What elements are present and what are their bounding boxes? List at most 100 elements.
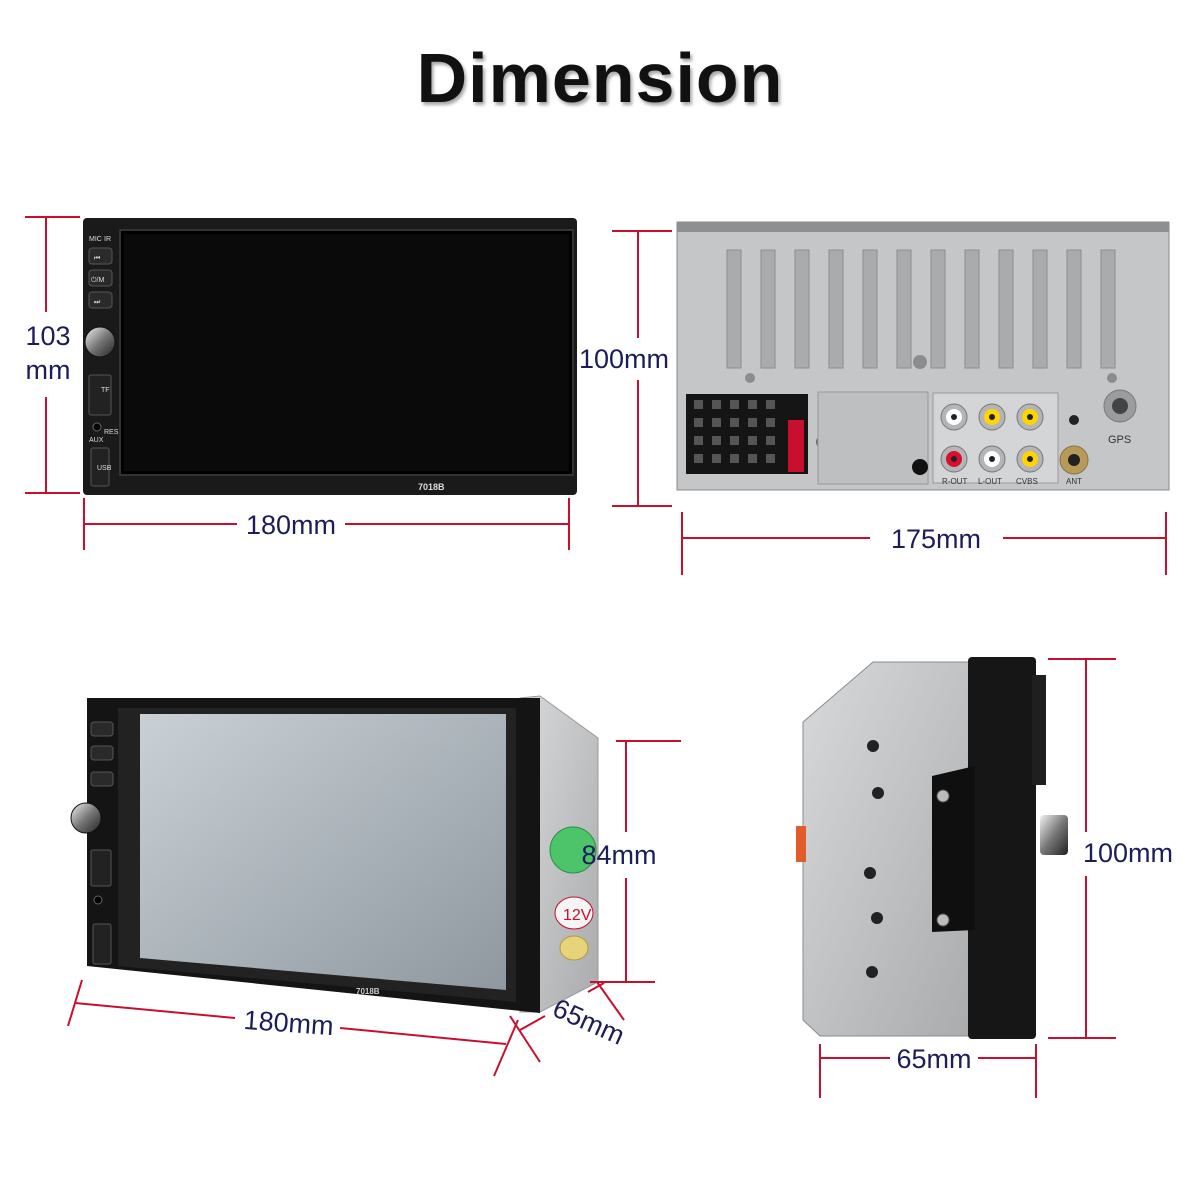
iso-pin xyxy=(712,436,721,445)
side-mount-hole xyxy=(866,966,878,978)
side-mount-holes xyxy=(864,740,884,978)
aux-jack[interactable] xyxy=(92,422,102,432)
res-label: RES xyxy=(104,429,119,436)
angle-height-label: 84mm xyxy=(581,840,656,870)
yellow-sticker xyxy=(559,935,589,961)
rca-jack-center xyxy=(951,414,957,420)
antenna-port-center xyxy=(1068,454,1080,466)
iso-pin xyxy=(694,436,703,445)
angle-screen xyxy=(140,714,506,990)
prev-button-label: ⏮ xyxy=(94,255,100,262)
angle-power-button[interactable] xyxy=(90,745,114,761)
iso-pin xyxy=(766,436,775,445)
iso-pin xyxy=(766,400,775,409)
iso-pin xyxy=(694,400,703,409)
iso-pin xyxy=(730,436,739,445)
power-mode-button[interactable] xyxy=(88,269,113,287)
rear-top-edge xyxy=(677,222,1169,232)
cooling-fin xyxy=(964,249,980,369)
front-ir-label: IR xyxy=(104,236,111,243)
front-width-label: 180mm xyxy=(246,510,336,540)
front-mic-label: MIC xyxy=(89,236,102,243)
rca-cvbs-label: CVBS xyxy=(1016,477,1038,486)
cooling-fin xyxy=(726,249,742,369)
rear-screw-hole xyxy=(1107,373,1117,383)
rear-small-jack[interactable] xyxy=(1069,415,1079,425)
iso-connector xyxy=(686,394,808,474)
page-title: Dimension xyxy=(416,39,784,117)
cooling-fin xyxy=(1066,249,1082,369)
front-dimension-lines xyxy=(25,216,570,550)
tf-label: TF xyxy=(101,387,110,394)
rca-lout-label: L-OUT xyxy=(978,477,1002,486)
iso-connector-lock xyxy=(788,420,804,472)
rear-screw-hole xyxy=(913,355,927,369)
side-mount-bracket xyxy=(932,766,975,932)
front-model-label: 7018B xyxy=(418,482,445,492)
iso-pin xyxy=(766,418,775,427)
rear-height-label: 100mm xyxy=(579,344,669,374)
front-height-label-line1: 103 xyxy=(25,321,70,351)
side-button-strip xyxy=(1032,675,1046,785)
iso-pin xyxy=(748,418,757,427)
iso-pin xyxy=(712,400,721,409)
front-screen-inner xyxy=(124,234,569,471)
bracket-screw xyxy=(936,913,950,927)
ant-label: ANT xyxy=(1066,477,1082,486)
cooling-fin xyxy=(862,249,878,369)
volume-knob[interactable] xyxy=(84,326,116,358)
cooling-fin xyxy=(1032,249,1048,369)
rca-jacks xyxy=(940,403,1044,473)
iso-pin xyxy=(730,418,739,427)
rca-rout-label: R-OUT xyxy=(942,477,967,486)
rear-vent-area xyxy=(817,391,929,485)
iso-pin xyxy=(712,418,721,427)
iso-pin xyxy=(694,418,703,427)
side-depth-label: 65mm xyxy=(896,1044,971,1074)
voltage-sticker-label: 12V xyxy=(563,907,592,924)
iso-pin xyxy=(730,454,739,463)
side-mount-hole xyxy=(867,740,879,752)
usb-label: USB xyxy=(97,465,112,472)
side-mount-hole xyxy=(864,867,876,879)
mic-jack[interactable] xyxy=(912,459,928,475)
tf-card-slot[interactable] xyxy=(88,374,112,416)
iso-connector-pins xyxy=(694,400,775,463)
side-orange-tab xyxy=(796,826,806,862)
rca-jack-center xyxy=(1027,414,1033,420)
usb-port[interactable] xyxy=(90,447,110,487)
angle-aux-jack[interactable] xyxy=(93,895,103,905)
side-mount-hole xyxy=(872,787,884,799)
rear-width-label: 175mm xyxy=(891,524,981,554)
angle-volume-knob[interactable] xyxy=(70,802,102,834)
iso-pin xyxy=(748,400,757,409)
side-height-label: 100mm xyxy=(1083,838,1173,868)
power-mode-label: ⏻/M xyxy=(91,276,104,284)
rca-jack-center xyxy=(1027,456,1033,462)
cooling-fin xyxy=(760,249,776,369)
angle-dimension-lines xyxy=(67,740,681,1077)
angle-width-label: 180mm xyxy=(243,1005,335,1041)
iso-pin xyxy=(694,454,703,463)
angle-usb-port[interactable] xyxy=(92,923,112,965)
aux-label: AUX xyxy=(89,437,104,444)
rear-view: R-OUT L-OUT CVBS ANT GPS xyxy=(676,221,1170,491)
voltage-sticker xyxy=(554,896,594,930)
gps-port-center xyxy=(1112,398,1128,414)
prev-button[interactable] xyxy=(88,247,113,265)
side-dimension-lines xyxy=(819,658,1116,1098)
angle-next-button[interactable] xyxy=(90,771,114,787)
rear-dimension-lines xyxy=(612,230,1167,575)
next-button-label: ⏭ xyxy=(94,299,101,306)
angle-prev-button[interactable] xyxy=(90,721,114,737)
side-front-bezel xyxy=(968,657,1036,1039)
front-height-label-line2: mm xyxy=(26,355,71,385)
next-button[interactable] xyxy=(88,291,113,309)
cooling-fin xyxy=(828,249,844,369)
angle-model-label: 7018B xyxy=(356,987,380,996)
angle-tf-slot[interactable] xyxy=(90,849,112,887)
side-volume-knob[interactable] xyxy=(1040,815,1068,855)
iso-pin xyxy=(766,454,775,463)
